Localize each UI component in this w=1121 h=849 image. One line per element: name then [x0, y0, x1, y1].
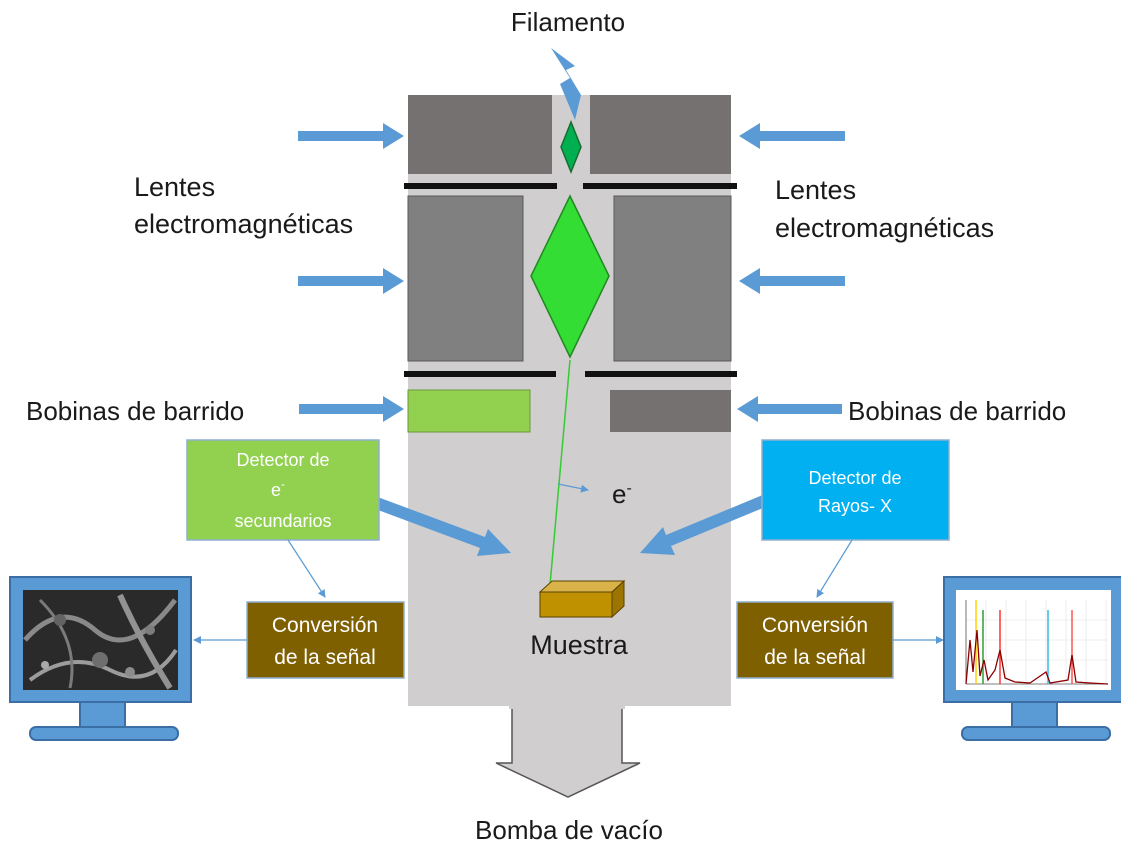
upper-lens-right — [590, 95, 731, 174]
electron-pointer — [557, 483, 589, 493]
connector-detector-left — [287, 539, 326, 598]
aperture-lower-left — [404, 371, 556, 377]
sample-block — [538, 579, 626, 619]
scan-coil-left — [407, 389, 531, 433]
electron-beam — [549, 359, 571, 586]
lenses-right-label-line1: Lentes — [775, 175, 856, 205]
arrow-coil-left — [299, 396, 404, 422]
xray-detector-line1: Detector de — [808, 468, 901, 488]
vacuum-pump-label: Bomba de vacío — [475, 815, 663, 845]
signal-conversion-right-line2: de la señal — [764, 646, 866, 669]
sem-image-texture — [23, 593, 178, 690]
filament-label: Filamento — [511, 7, 625, 37]
arrow-middle-left — [298, 268, 404, 294]
monitor-left — [9, 576, 192, 741]
main-lens-right — [613, 195, 732, 362]
filament-spot — [560, 119, 582, 175]
arrow-middle-right — [739, 268, 845, 294]
signal-conversion-left-line2: de la señal — [274, 646, 376, 669]
lenses-right-label-line2: electromagnéticas — [775, 213, 994, 243]
signal-conversion-left-line1: Conversión — [272, 614, 378, 637]
electron-label: e- — [612, 479, 632, 509]
monitor-right — [943, 576, 1121, 741]
lenses-left-label-line2: electromagnéticas — [134, 209, 353, 239]
lenses-left-label-line1: Lentes — [134, 172, 215, 202]
secondary-detector-line1: Detector de — [236, 450, 329, 470]
aperture-lower-right — [585, 371, 737, 377]
upper-lens-left — [408, 95, 552, 174]
sample-label: Muestra — [530, 630, 629, 660]
aperture-upper-right — [583, 183, 737, 189]
secondary-detector-line3: secundarios — [234, 511, 331, 531]
aperture-upper-left — [404, 183, 557, 189]
arrow-upper-left — [298, 123, 404, 149]
main-lens-left — [407, 195, 524, 362]
secondary-detector-line2: e- — [271, 477, 285, 500]
signal-conversion-right-box — [736, 601, 894, 679]
spectrum-plot — [965, 600, 1109, 685]
scan-coil-right — [610, 390, 731, 432]
arrow-upper-right — [739, 123, 845, 149]
connector-detector-right — [816, 539, 853, 598]
beam-crossover — [530, 194, 610, 359]
xray-detector-box — [761, 439, 950, 541]
signal-conversion-right-line1: Conversión — [762, 614, 868, 637]
secondary-electron-detector-box — [186, 439, 380, 541]
arrow-coil-right — [737, 396, 842, 422]
arrow-secondary-detector-to-sample — [370, 496, 511, 556]
arrow-xray-detector-to-sample — [640, 492, 775, 555]
xray-detector-line2: Rayos- X — [818, 496, 892, 516]
scan-coils-right-label: Bobinas de barrido — [848, 396, 1066, 426]
signal-conversion-left-box — [246, 601, 405, 679]
input-arrows — [298, 123, 845, 422]
vacuum-outlet-arrow — [495, 705, 641, 798]
filament-lightning-icon — [551, 48, 581, 120]
scan-coils-left-label: Bobinas de barrido — [26, 396, 244, 426]
